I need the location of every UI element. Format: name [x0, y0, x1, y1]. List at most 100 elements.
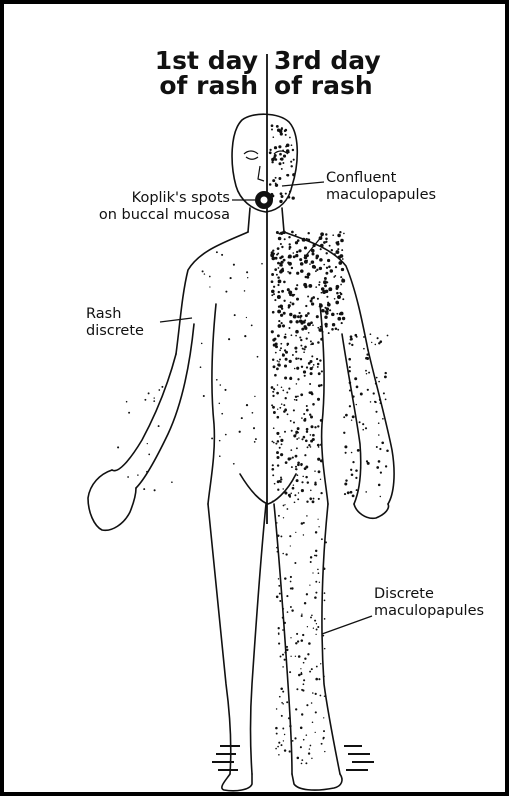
rash-dot — [376, 466, 379, 469]
rash-dot — [219, 440, 221, 442]
rash-dot — [387, 335, 389, 337]
rash-dot — [309, 584, 310, 585]
rash-dot — [300, 673, 302, 675]
rash-dot — [332, 234, 334, 236]
rash-dot — [286, 174, 288, 176]
rash-dot — [291, 231, 294, 234]
rash-dot — [294, 347, 297, 350]
rash-dot — [325, 541, 327, 543]
rash-dot — [272, 179, 275, 182]
rash-dot — [315, 678, 318, 681]
rash-dot — [337, 295, 341, 299]
rash-dot — [292, 173, 295, 176]
rash-dot — [370, 401, 372, 403]
rash-dot — [352, 395, 354, 397]
rash-dot — [296, 320, 299, 323]
rash-dot — [320, 248, 322, 250]
rash-dot — [283, 300, 285, 302]
rash-dot — [283, 740, 284, 741]
rash-dot — [281, 403, 283, 405]
rash-dot — [293, 409, 295, 411]
rash-dot — [293, 315, 297, 319]
rash-dot — [288, 262, 292, 266]
rash-dot — [349, 366, 351, 368]
rash-dot — [296, 367, 299, 370]
rash-dot — [327, 303, 331, 307]
rash-dot — [304, 467, 307, 470]
rash-dot — [280, 477, 282, 479]
rash-dot — [301, 689, 303, 691]
rash-dot — [306, 405, 308, 407]
rash-dot — [276, 254, 278, 256]
rash-dot — [144, 399, 146, 401]
rash-dot — [308, 642, 311, 645]
rash-dot — [278, 578, 279, 579]
rash-dot — [271, 441, 273, 443]
rash-dot — [316, 254, 319, 257]
rash-dot — [291, 294, 294, 297]
rash-dot — [309, 383, 311, 385]
body-figure — [4, 4, 509, 800]
rash-dot — [295, 335, 297, 337]
rash-dot — [319, 306, 321, 308]
rash-dot — [285, 333, 287, 335]
rash-dot — [261, 263, 263, 265]
rash-dot — [278, 145, 281, 148]
rash-dot — [275, 345, 278, 348]
rash-dot — [280, 347, 282, 349]
rash-dot — [291, 267, 293, 269]
rash-dot — [289, 535, 291, 537]
rash-dot — [301, 438, 303, 440]
rash-dot — [324, 618, 326, 620]
rash-dot — [323, 675, 325, 677]
rash-dot — [295, 357, 298, 360]
rash-dot — [297, 757, 300, 760]
rash-dot — [284, 491, 287, 494]
rash-dot — [216, 251, 218, 253]
rash-dot — [280, 688, 283, 691]
rash-dot — [287, 508, 289, 510]
label-confluent-line1: Confluent — [326, 170, 476, 187]
rash-dot — [382, 418, 384, 420]
rash-dot — [290, 637, 291, 638]
rash-dot — [317, 519, 318, 520]
rash-dot — [211, 437, 213, 439]
rash-dot — [282, 553, 284, 555]
rash-dot — [303, 683, 305, 685]
rash-dot — [309, 391, 312, 394]
rash-dot — [281, 290, 284, 293]
foot-shadows — [212, 746, 374, 770]
rash-dot — [278, 515, 280, 517]
rash-dot — [312, 253, 315, 256]
rash-dot — [228, 338, 230, 340]
rash-dot — [300, 315, 303, 318]
rash-dot — [273, 365, 276, 368]
rash-dot — [290, 606, 292, 608]
rash-dot — [317, 366, 319, 368]
rash-dot — [296, 438, 298, 440]
rash-dot — [298, 492, 299, 493]
rash-dot — [366, 460, 368, 462]
rash-dot — [300, 727, 303, 730]
rash-dot — [274, 299, 276, 301]
rash-dot — [257, 356, 259, 358]
rash-dot — [380, 472, 382, 474]
rash-dot — [311, 758, 312, 759]
rash-dot — [323, 566, 325, 568]
rash-dot — [271, 294, 273, 296]
rash-dot — [288, 196, 291, 199]
rash-dot — [286, 649, 288, 651]
rash-dot — [300, 358, 302, 360]
rash-dot — [161, 386, 163, 388]
rash-dot — [310, 367, 313, 370]
rash-dot — [307, 446, 309, 448]
rash-dot — [310, 340, 312, 342]
rash-dot — [271, 197, 273, 199]
rash-dot — [376, 377, 378, 379]
rash-dot — [324, 316, 327, 319]
rash-dot — [289, 272, 292, 275]
rash-dot — [311, 615, 313, 617]
rash-dot — [296, 272, 299, 275]
rash-dot — [128, 412, 130, 414]
rash-dot — [328, 266, 331, 269]
